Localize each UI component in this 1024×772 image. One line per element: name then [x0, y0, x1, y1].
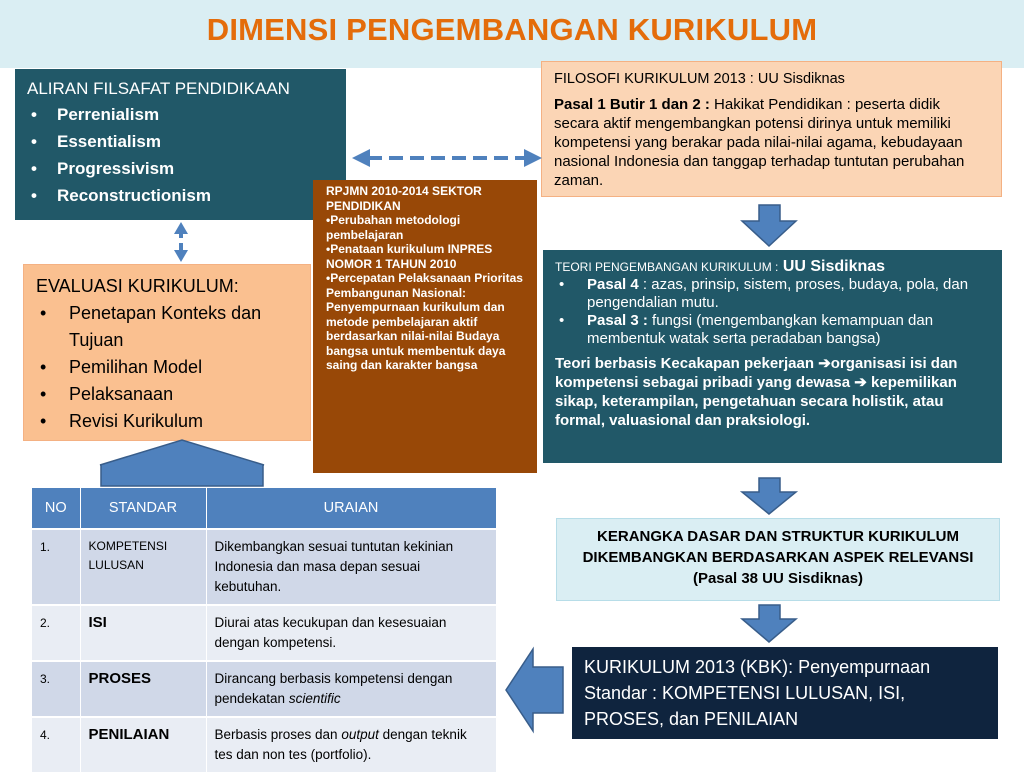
left-arrow [505, 646, 564, 734]
list-item: Revisi Kurikulum [36, 408, 298, 435]
title-bar [0, 0, 1024, 68]
rpjmn-heading: RPJMN 2010-2014 SEKTOR PENDIDIKAN [326, 184, 482, 213]
teori-heading-big: UU Sisdiknas [778, 258, 886, 275]
header-uraian: URAIAN [206, 488, 497, 529]
pasal-label: Pasal 3 : [587, 312, 648, 329]
table-row: 4. PENILAIAN Berbasis proses dan output … [32, 716, 497, 772]
header-standar: STANDAR [80, 488, 207, 529]
header-no: NO [32, 488, 81, 529]
filosofi-body: Pasal 1 Butir 1 dan 2 : Hakikat Pendidik… [554, 95, 989, 190]
dashed-double-arrow-vertical [174, 222, 188, 262]
filosofi-heading: FILOSOFI KURIKULUM 2013 : UU Sisdiknas [554, 71, 845, 87]
pasal-text: fungsi (mengembangkan kemampuan dan memb… [587, 312, 934, 347]
row-no: 1. [32, 528, 81, 605]
list-item: •Perubahan metodologi pembelajaran [326, 213, 461, 242]
teori-list: Pasal 4 : azas, prinsip, sistem, proses,… [555, 276, 990, 348]
pasal-label: Pasal 4 [587, 276, 639, 293]
list-item: Pemilihan Model [36, 354, 298, 381]
uraian-text: dengan teknik tes dan non tes (portfolio… [214, 727, 467, 762]
teori-box: TEORI PENGEMBANGAN KURIKULUM : UU Sisdik… [543, 250, 1002, 463]
aliran-filsafat-box: ALIRAN FILSAFAT PENDIDIKAAN Perrenialism… [15, 69, 346, 220]
table-row: 1. KOMPETENSI LULUSAN Dikembangkan sesua… [32, 528, 497, 605]
evaluasi-box: EVALUASI KURIKULUM: Penetapan Konteks da… [23, 264, 311, 441]
dashed-double-arrow-horizontal [352, 149, 542, 167]
table-row: 2. ISI Diurai atas kecukupan dan kesesua… [32, 604, 497, 661]
arrow-right-icon: ➔ [818, 355, 831, 372]
list-item: Penetapan Konteks dan Tujuan [36, 300, 298, 354]
list-item: •Percepatan Pelaksanaan Prioritas Pemban… [326, 271, 523, 372]
evaluasi-list: Penetapan Konteks dan Tujuan Pemilihan M… [36, 300, 298, 435]
row-uraian: Dikembangkan sesuai tuntutan kekinian In… [206, 528, 497, 605]
filosofi-box: FILOSOFI KURIKULUM 2013 : UU Sisdiknas P… [541, 61, 1002, 197]
list-item: Essentialism [27, 128, 334, 155]
row-standar: PROSES [80, 660, 207, 717]
list-item: Pasal 3 : fungsi (mengembangkan kemampua… [555, 312, 990, 348]
pasal-text: : azas, prinsip, sistem, proses, budaya,… [587, 276, 969, 311]
evaluasi-heading: EVALUASI KURIKULUM: [36, 276, 239, 296]
teori-para-1: Teori berbasis Kecakapan pekerjaan [555, 355, 819, 372]
uraian-em: scientific [288, 691, 341, 706]
kerangka-box: KERANGKA DASAR DAN STRUKTUR KURIKULUM DI… [556, 518, 1000, 601]
row-standar: ISI [80, 604, 207, 661]
uraian-em: output [341, 727, 379, 742]
down-arrow-2 [739, 477, 799, 515]
list-item: Pasal 4 : azas, prinsip, sistem, proses,… [555, 276, 990, 312]
row-no: 4. [32, 716, 81, 772]
list-item: Perrenialism [27, 101, 334, 128]
aliran-list: Perrenialism Essentialism Progressivism … [27, 101, 334, 209]
down-arrow-1 [740, 204, 798, 248]
row-no: 2. [32, 604, 81, 661]
table-header: NO STANDAR URAIAN [32, 488, 497, 529]
teori-paragraph: Teori berbasis Kecakapan pekerjaan ➔orga… [555, 354, 990, 430]
teori-heading: TEORI PENGEMBANGAN KURIKULUM : UU Sisdik… [555, 258, 990, 276]
uraian-text: Dirancang berbasis kompetensi dengan pen… [214, 671, 453, 706]
uraian-text: Berbasis proses dan [214, 727, 342, 742]
standar-table: NO STANDAR URAIAN 1. KOMPETENSI LULUSAN … [32, 488, 497, 772]
table-row: 3. PROSES Dirancang berbasis kompetensi … [32, 660, 497, 717]
row-standar: KOMPETENSI LULUSAN [80, 528, 207, 605]
filosofi-pasal-text: Hakikat Pendidikan : peserta didik secar… [554, 96, 965, 189]
row-uraian: Berbasis proses dan output dengan teknik… [206, 716, 497, 772]
filosofi-pasal-label: Pasal 1 Butir 1 dan 2 : [554, 96, 710, 113]
list-item: •Penataan kurikulum INPRES NOMOR 1 TAHUN… [326, 242, 493, 271]
row-uraian: Dirancang berbasis kompetensi dengan pen… [206, 660, 497, 717]
list-item: Progressivism [27, 155, 334, 182]
aliran-heading: ALIRAN FILSAFAT PENDIDIKAAN [27, 79, 290, 98]
page-title: DIMENSI PENGEMBANGAN KURIKULUM [206, 12, 818, 47]
list-item: Reconstructionism [27, 182, 334, 209]
row-uraian: Diurai atas kecukupan dan kesesuaian den… [206, 604, 497, 661]
list-item: Pelaksanaan [36, 381, 298, 408]
teori-heading-small: TEORI PENGEMBANGAN KURIKULUM : [555, 260, 779, 274]
rpjmn-box: RPJMN 2010-2014 SEKTOR PENDIDIKAN •Perub… [313, 180, 537, 473]
row-no: 3. [32, 660, 81, 717]
row-standar: PENILAIAN [80, 716, 207, 772]
teori-para-3: kepemilikan sikap, keterampilan, pengeta… [555, 374, 957, 429]
arrow-right-icon: ➔ [854, 374, 867, 391]
up-arrow [99, 439, 265, 487]
kurikulum-2013-box: KURIKULUM 2013 (KBK): Penyempurnaan Stan… [572, 647, 998, 739]
teori-para-2: organisasi isi dan kompetensi sebagai pr… [555, 355, 958, 391]
down-arrow-3 [739, 604, 799, 643]
